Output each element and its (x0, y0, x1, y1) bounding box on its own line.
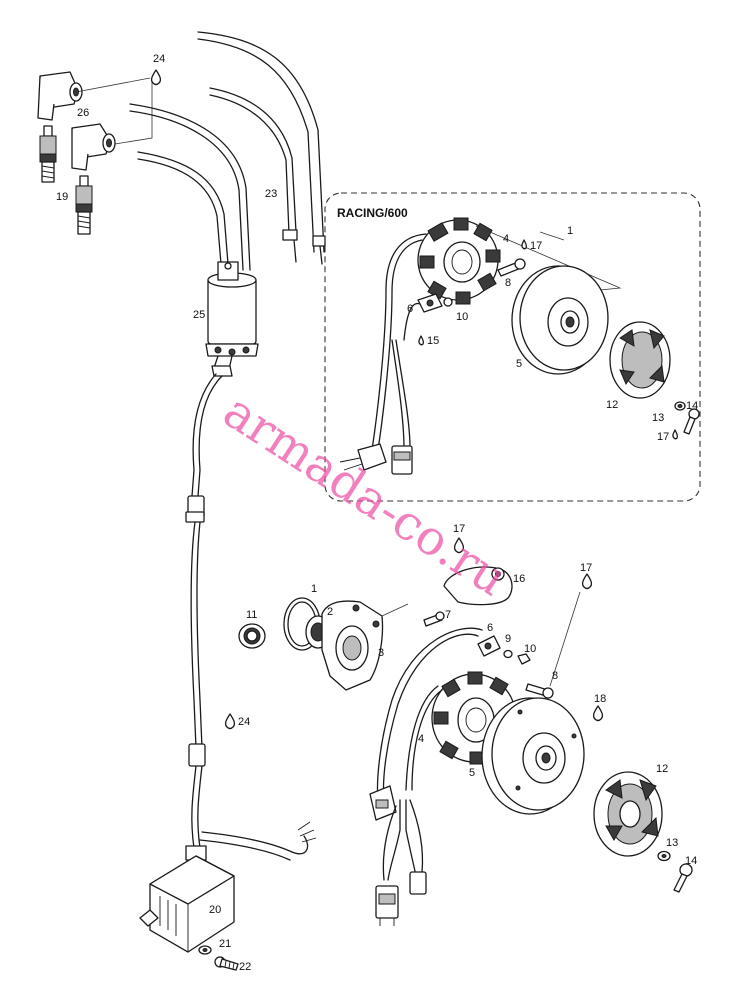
callout-c9: 9 (505, 633, 511, 645)
spark-plug-right (75, 175, 93, 235)
main-wiring-harness (185, 373, 317, 861)
callout-c18: 18 (594, 693, 606, 705)
callout-c17c: 17 (453, 523, 465, 535)
spark-plug-cap-upper (37, 71, 83, 121)
callout-c5b: 5 (469, 767, 475, 779)
drop-icon-15 (418, 335, 425, 346)
drop-icon-17-cover (453, 537, 465, 554)
callout-c6a: 6 (407, 303, 413, 315)
callout-c8a: 8 (505, 277, 511, 289)
cdi-washer (198, 945, 212, 955)
callout-c4b: 4 (418, 733, 424, 745)
callout-c14a: 14 (686, 400, 698, 412)
stator-bolt (525, 683, 554, 699)
callout-c3: 3 (378, 647, 384, 659)
drop-icon-17-bolt (581, 573, 593, 590)
callout-c4a: 4 (503, 233, 509, 245)
drop-icon-24-top (150, 69, 162, 86)
starter-cup (593, 771, 663, 857)
callout-c7: 7 (445, 609, 451, 621)
starter-washer (657, 850, 671, 862)
cdi-module (139, 855, 235, 953)
drop-icon-18 (592, 705, 604, 722)
callout-c21: 21 (219, 938, 231, 950)
flywheel (481, 697, 585, 815)
callout-c20: 20 (209, 904, 221, 916)
callout-c12a: 12 (606, 399, 618, 411)
callout-c5a: 5 (516, 358, 522, 370)
spark-plug-left (39, 125, 57, 183)
callout-c12b: 12 (656, 763, 668, 775)
callout-c6b: 6 (487, 622, 493, 634)
callout-c2: 2 (327, 606, 333, 618)
callout-c10a: 10 (456, 311, 468, 323)
callout-c22: 22 (239, 961, 251, 973)
callout-c17d: 17 (580, 562, 592, 574)
callout-c1b: 1 (311, 583, 317, 595)
callout-c17a: 17 (530, 240, 542, 252)
callout-c24b: 24 (238, 716, 250, 728)
racing-stator (417, 217, 501, 305)
callout-c11: 11 (246, 609, 257, 621)
racing-stator-bolt (497, 258, 526, 277)
ignition-coil (205, 261, 259, 377)
drop-icon-17-racing (672, 429, 679, 440)
pickup-cover (443, 566, 513, 606)
callout-c17b: 17 (657, 431, 669, 443)
callout-c13a: 13 (652, 412, 664, 424)
callout-c26: 26 (77, 107, 89, 119)
drop-icon-17-top (521, 239, 528, 250)
callout-c25: 25 (193, 309, 205, 321)
callout-c19: 19 (56, 191, 68, 203)
starter-bolt (673, 863, 693, 893)
callout-c15: 15 (427, 335, 439, 347)
stator-harness (369, 627, 483, 926)
racing-bolt (683, 408, 700, 435)
drop-icon-24-bottom (224, 713, 236, 730)
racing-harness (339, 233, 427, 475)
watermark: armada-co.ru (213, 383, 516, 607)
high-tension-cables (129, 31, 326, 271)
callout-c8b: 8 (552, 670, 558, 682)
section-title: RACING/600 (337, 206, 408, 220)
callout-c16: 16 (513, 573, 525, 585)
racing-starter-cup (609, 321, 671, 399)
callout-c13b: 13 (666, 837, 678, 849)
callout-c1a: 1 (567, 225, 573, 237)
spark-plug-cap-lower (71, 123, 116, 171)
callout-c24a: 24 (153, 53, 165, 65)
racing-pickup-sensor (417, 293, 453, 313)
racing-flywheel (511, 265, 609, 375)
sensor-washer (503, 649, 513, 659)
racing-600-box (324, 192, 701, 502)
crankshaft-seal (238, 623, 266, 649)
stator-housing-plate (321, 600, 384, 691)
cdi-bolt (214, 956, 239, 971)
callout-c14b: 14 (685, 855, 697, 867)
sensor-nut (517, 653, 531, 665)
pickup-screw (423, 611, 445, 627)
callout-c10b: 10 (524, 643, 536, 655)
racing-washer (674, 401, 686, 411)
pickup-sensor (477, 635, 501, 657)
callout-c23: 23 (265, 188, 277, 200)
